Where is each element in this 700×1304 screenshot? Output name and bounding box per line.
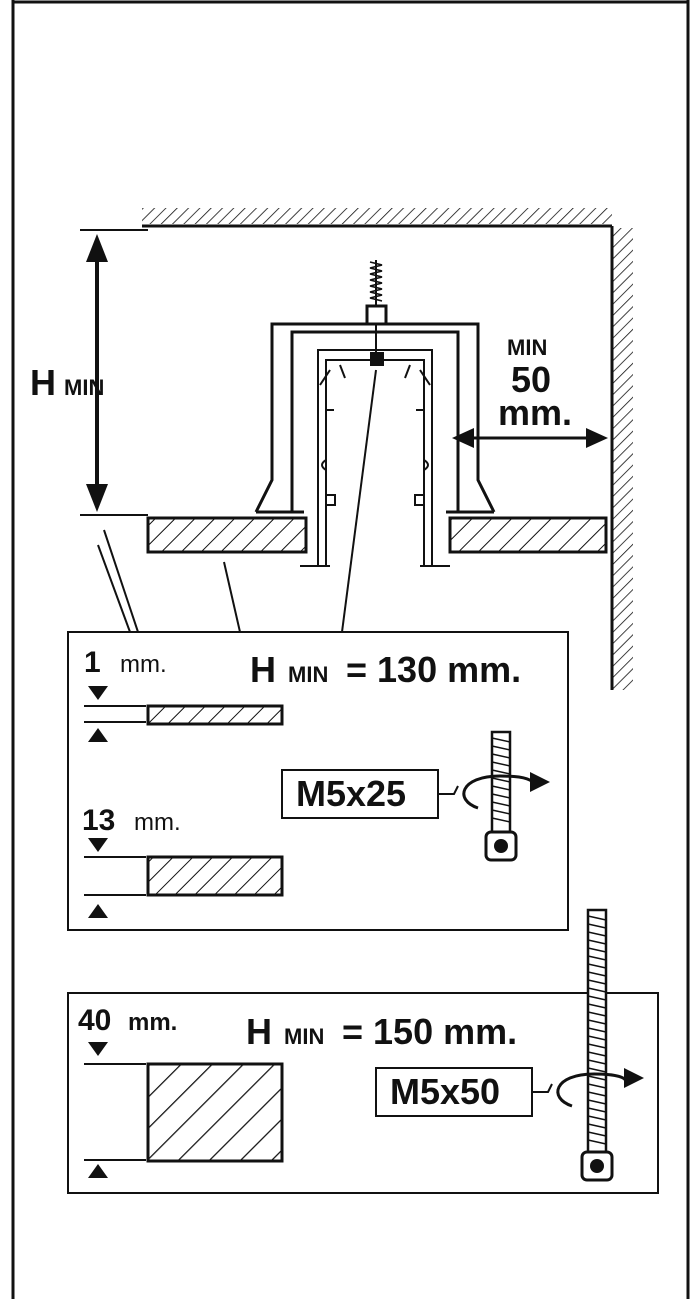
screw-m5x50-icon xyxy=(556,908,644,1182)
wall xyxy=(610,226,633,690)
clearance-value: 50 xyxy=(511,359,551,400)
thick-thickness-value: 13 xyxy=(82,804,115,837)
panel2-screw-label: M5x50 xyxy=(390,1071,500,1112)
thin-thickness-unit: mm. xyxy=(120,651,167,678)
ceiling xyxy=(142,208,612,228)
page-frame xyxy=(11,0,690,1299)
clearance-min-label: MIN xyxy=(507,335,547,360)
height-sub-label: MIN xyxy=(64,375,104,400)
height-dimension-arrow xyxy=(80,229,148,516)
screw-m5x25-icon xyxy=(462,730,550,862)
panel-thin-ceiling: 1 mm. 13 mm. H MIN = 130 mm. M5x25 xyxy=(67,631,569,931)
panel1-screw-label: M5x25 xyxy=(296,773,406,814)
height-label: H xyxy=(30,362,56,403)
suspension-spring xyxy=(365,260,388,366)
panel1-h-value: = 130 mm. xyxy=(346,649,521,690)
panel-thick-ceiling: 40 mm. H MIN = 150 mm. M5x50 xyxy=(67,992,659,1194)
panel1-h-sub: MIN xyxy=(288,662,328,687)
thick-arrow-down xyxy=(88,838,108,852)
thin-thickness-value: 1 xyxy=(84,646,101,679)
ceiling-board-left xyxy=(146,516,308,554)
thin-arrow-up xyxy=(88,728,108,742)
thin-board xyxy=(146,704,284,726)
ceiling-board-right xyxy=(448,516,608,554)
panel2-h-sub: MIN xyxy=(284,1024,324,1049)
panel2-thickness-unit: mm. xyxy=(128,1009,177,1036)
thick-thickness-unit: mm. xyxy=(134,809,181,836)
panel2-arrow-up xyxy=(88,1164,108,1178)
panel2-board xyxy=(146,1062,284,1163)
panel2-arrow-down xyxy=(88,1042,108,1056)
panel2-h-label: H xyxy=(246,1011,272,1052)
panel2-thickness-value: 40 xyxy=(78,1004,111,1037)
thick-board xyxy=(146,855,284,897)
screw-label-box xyxy=(281,769,439,819)
panel2-screw-label-box xyxy=(375,1067,533,1117)
clearance-dimension-arrow xyxy=(452,428,608,448)
panel1-h-label: H xyxy=(250,649,276,690)
thin-arrow-down xyxy=(88,686,108,700)
leader-lines xyxy=(97,369,377,633)
clearance-unit: mm. xyxy=(498,392,572,433)
thick-arrow-up xyxy=(88,904,108,918)
panel2-h-value: = 150 mm. xyxy=(342,1011,517,1052)
